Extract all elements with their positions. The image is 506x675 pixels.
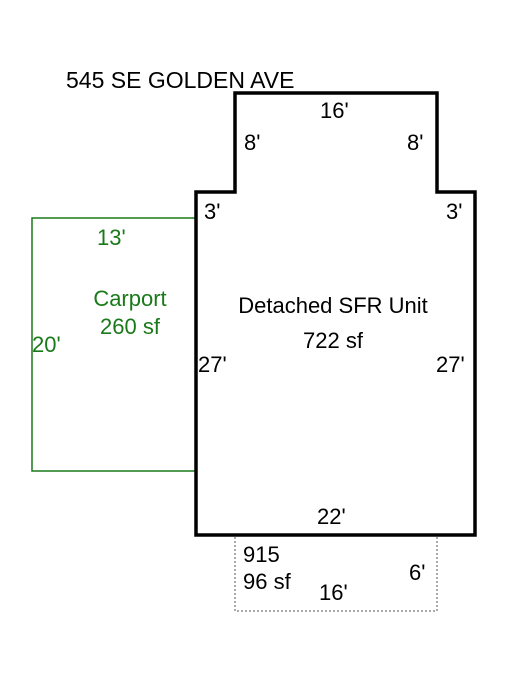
carport-name: Carport bbox=[93, 286, 167, 311]
main-unit-name: Detached SFR Unit bbox=[238, 293, 428, 318]
carport-left-dimension: 20' bbox=[32, 332, 61, 357]
main-bump-left-dimension: 8' bbox=[244, 130, 261, 155]
main-left-dimension: 27' bbox=[198, 352, 227, 377]
annex-code: 915 bbox=[243, 542, 280, 567]
main-top-dimension: 16' bbox=[320, 98, 349, 123]
carport-area: 260 sf bbox=[100, 314, 160, 339]
address-label: 545 SE GOLDEN AVE bbox=[66, 67, 295, 93]
main-unit-outline bbox=[194, 91, 477, 537]
main-bottom-dimension: 22' bbox=[317, 504, 346, 529]
main-step-left-dimension: 3' bbox=[204, 199, 221, 224]
annex-area: 96 sf bbox=[243, 569, 291, 594]
main-right-dimension: 27' bbox=[436, 352, 465, 377]
main-unit-area: 722 sf bbox=[303, 328, 363, 353]
main-bump-right-dimension: 8' bbox=[407, 130, 424, 155]
main-step-right-dimension: 3' bbox=[446, 199, 463, 224]
annex-right-dimension: 6' bbox=[409, 560, 426, 585]
annex-bottom-dimension: 16' bbox=[319, 580, 348, 605]
carport-top-dimension: 13' bbox=[97, 225, 126, 250]
